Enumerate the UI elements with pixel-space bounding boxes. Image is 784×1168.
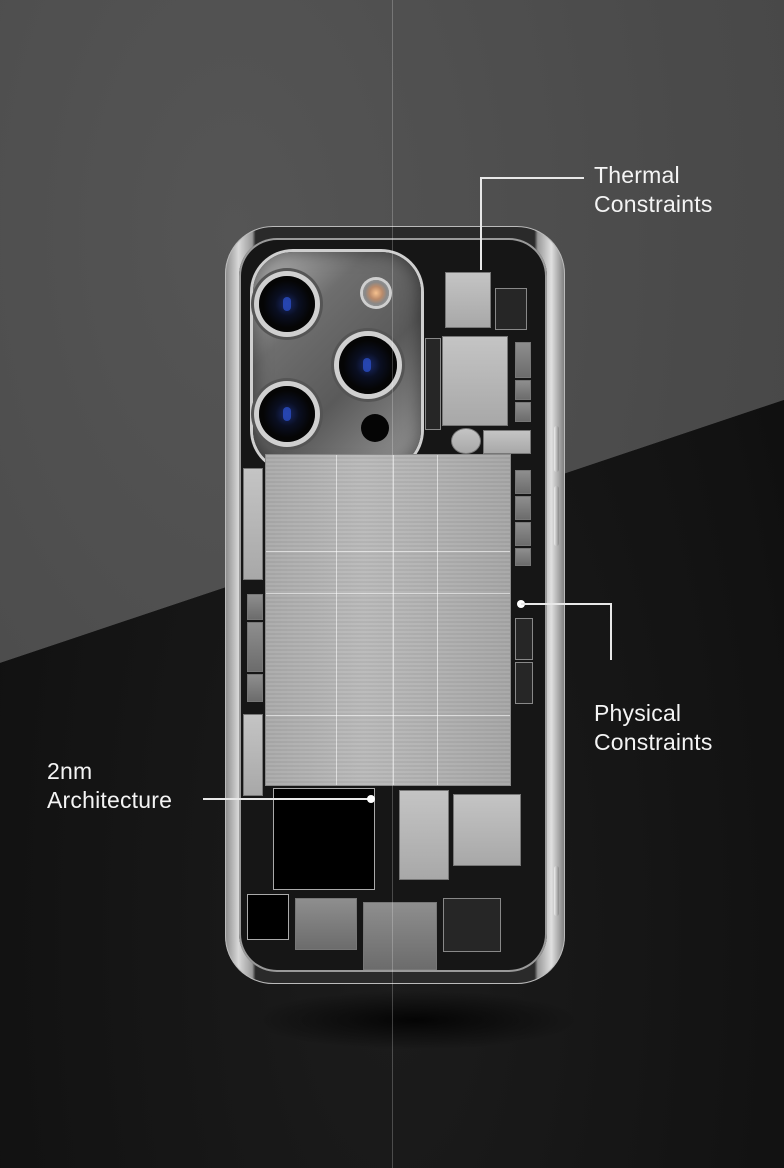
small-chip	[515, 380, 531, 400]
small-chip	[515, 522, 531, 546]
small-chip	[247, 674, 263, 702]
small-chip	[515, 402, 531, 422]
camera-lens-icon	[339, 336, 397, 394]
grid-line	[266, 551, 510, 552]
label-line: 2nm	[47, 758, 93, 784]
camera-module	[253, 252, 421, 470]
connector-cluster	[295, 898, 357, 950]
phone-internals	[239, 238, 547, 972]
architecture-leader	[203, 798, 371, 800]
phone-shadow	[250, 990, 580, 1050]
architecture-label: 2nm Architecture	[47, 757, 172, 815]
physical-constraints-label: Physical Constraints	[594, 699, 713, 757]
grid-line	[266, 593, 510, 594]
shield-plate	[399, 790, 449, 880]
small-chip	[515, 470, 531, 494]
battery-cell	[265, 454, 511, 786]
lidar-sensor-icon	[361, 414, 389, 442]
label-line: Constraints	[594, 729, 713, 755]
physical-leader-horizontal	[521, 603, 611, 605]
thermal-shield-component	[445, 272, 491, 328]
camera-lens-icon	[259, 386, 315, 442]
thermal-leader-horizontal	[480, 177, 584, 179]
camera-lens-icon	[259, 276, 315, 332]
phone-frame	[225, 226, 565, 984]
side-button	[554, 426, 559, 472]
grid-line	[336, 455, 337, 785]
center-guide-line	[392, 0, 393, 1168]
small-chip	[247, 594, 263, 620]
flex-connector	[425, 338, 441, 430]
label-line: Constraints	[594, 191, 713, 217]
grid-line	[266, 715, 510, 716]
small-chip	[515, 548, 531, 566]
round-component	[451, 428, 481, 454]
side-button	[554, 486, 559, 546]
small-chip	[515, 618, 533, 660]
shield-plate	[453, 794, 521, 866]
thermal-leader-vertical	[480, 177, 482, 270]
grid-line	[437, 455, 438, 785]
bracket-component	[483, 430, 531, 454]
speaker-component	[247, 894, 289, 940]
label-line: Physical	[594, 700, 682, 726]
physical-leader-vertical	[610, 603, 612, 660]
processor-chip	[273, 788, 375, 890]
shield-can-component	[442, 336, 508, 426]
label-line: Thermal	[594, 162, 680, 188]
connector-component	[495, 288, 527, 330]
left-bracket	[243, 714, 263, 796]
side-button	[554, 866, 559, 916]
speaker-component	[443, 898, 501, 952]
small-chip	[515, 662, 533, 704]
thermal-constraints-label: Thermal Constraints	[594, 161, 713, 219]
label-line: Architecture	[47, 787, 173, 813]
architecture-anchor-dot	[367, 795, 375, 803]
charging-port-assembly	[363, 902, 437, 970]
grid-line	[393, 455, 394, 785]
small-chip	[515, 496, 531, 520]
left-bracket	[243, 468, 263, 580]
small-chip	[247, 622, 263, 672]
small-chip	[515, 342, 531, 378]
flash-icon	[363, 280, 389, 306]
